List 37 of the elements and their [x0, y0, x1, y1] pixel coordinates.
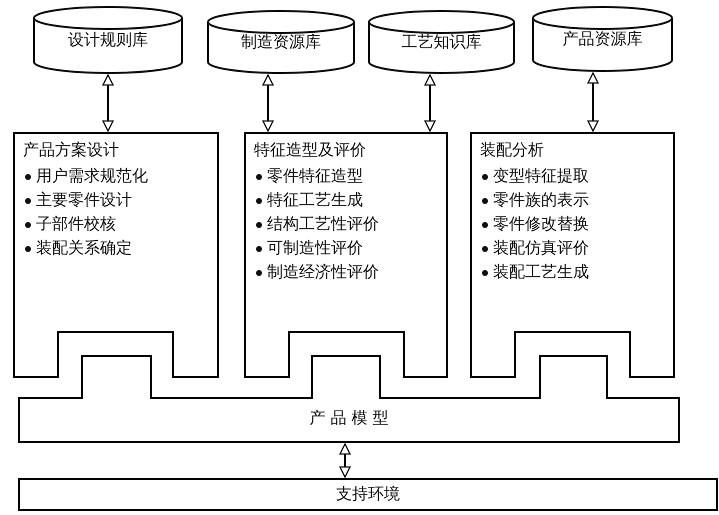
- heading: 特征造型及评价: [254, 140, 366, 161]
- list-item: 子部件校核: [36, 214, 116, 234]
- label: 产品资源库: [562, 29, 642, 50]
- database-cylinder: [207, 10, 355, 74]
- environment-bar: [18, 478, 718, 511]
- list-item: 装配仿真评价: [493, 238, 589, 258]
- list-item: 零件修改替换: [493, 214, 589, 234]
- list-item: 结构工艺性评价: [267, 214, 379, 234]
- model-bar: [18, 355, 680, 443]
- module-box: [470, 132, 675, 378]
- double-arrow: [424, 74, 436, 132]
- label: 支持环境: [336, 484, 400, 505]
- heading: 装配分析: [480, 140, 544, 161]
- label: 工艺知识库: [402, 32, 482, 53]
- list-item: 零件特征造型: [267, 166, 363, 186]
- list-item: 变型特征提取: [493, 166, 589, 186]
- double-arrow: [262, 74, 274, 132]
- database-cylinder: [532, 6, 673, 72]
- list-item: 用户需求规范化: [36, 166, 148, 186]
- heading: 产品方案设计: [23, 140, 119, 161]
- label: 设计规则库: [68, 30, 148, 51]
- list-item: 制造经济性评价: [267, 262, 379, 282]
- label: 产 品 模 型: [309, 408, 389, 429]
- module-box: [13, 132, 219, 378]
- module-box: [244, 132, 448, 378]
- list-item: 装配工艺生成: [493, 262, 589, 282]
- label: 制造资源库: [241, 32, 321, 53]
- list-item: 主要零件设计: [36, 190, 132, 210]
- database-cylinder: [368, 10, 515, 74]
- database-cylinder: [33, 6, 183, 74]
- double-arrow: [339, 443, 351, 478]
- double-arrow: [587, 72, 599, 132]
- double-arrow: [102, 74, 114, 132]
- list-item: 装配关系确定: [36, 238, 132, 258]
- list-item: 零件族的表示: [493, 190, 589, 210]
- list-item: 可制造性评价: [267, 238, 363, 258]
- list-item: 特征工艺生成: [267, 190, 363, 210]
